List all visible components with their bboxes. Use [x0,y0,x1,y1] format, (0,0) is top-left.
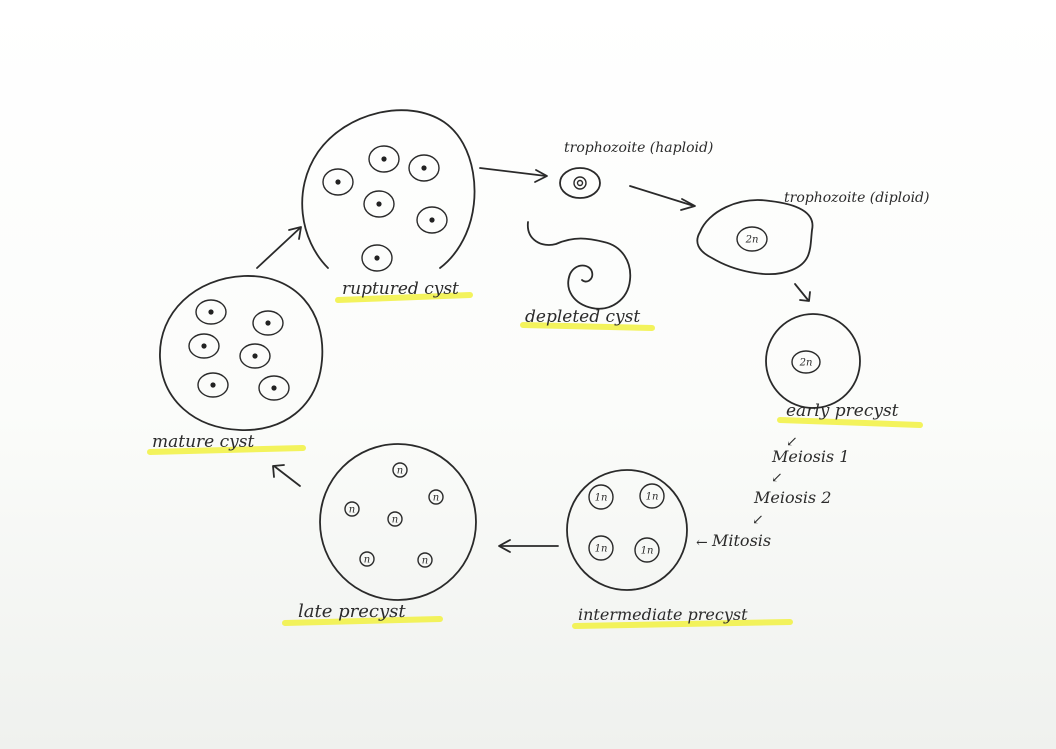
nucleus: n [360,552,374,566]
step-arrow: ↙ [771,470,783,486]
ruptured-cyst [302,110,474,271]
label-late-precyst: late precyst [298,601,406,622]
svg-text:n: n [392,515,398,526]
cell [417,207,447,233]
arrow-mating [630,186,695,210]
label-trophozoite-diploid: trophozoite (diploid) [784,190,929,206]
nucleus-label: 2n [799,358,813,369]
svg-text:1n: 1n [641,546,654,557]
cell [364,191,394,217]
cell [369,146,399,172]
label-depleted-cyst: depleted cyst [525,307,640,327]
arrow-to-early-precyst [795,284,810,301]
label-mitosis: Mitosis [711,531,771,550]
arrow-to-late-precyst [499,540,558,552]
label-early-precyst: early precyst [786,401,899,421]
nucleus: n [388,512,402,526]
arrow-to-trophozoite-haploid [480,168,547,182]
svg-text:n: n [397,466,403,477]
nucleus: 1n [589,485,613,509]
nucleus: 1n [635,538,659,562]
cell [253,311,283,335]
nucleus: 1n [589,536,613,560]
label-ruptured-cyst: ruptured cyst [342,279,459,299]
cell [240,344,270,368]
nucleus: n [418,553,432,567]
cell [196,300,226,324]
svg-text:1n: 1n [595,493,608,504]
step-arrow: ← [696,535,708,551]
cell [259,376,289,400]
step-arrow: ↙ [752,512,764,528]
label-intermediate-precyst: intermediate precyst [578,605,748,624]
svg-text:1n: 1n [646,492,659,503]
trophozoite-haploid [560,168,600,198]
label-mature-cyst: mature cyst [152,432,254,452]
label-trophozoite-haploid: trophozoite (haploid) [564,140,713,156]
intermediate-precyst: 1n 1n 1n 1n [567,470,687,590]
cell [198,373,228,397]
svg-text:n: n [349,505,355,516]
svg-text:1n: 1n [595,544,608,555]
cell [323,169,353,195]
nucleus: n [429,490,443,504]
nucleus-label: 2n [745,235,759,246]
trophozoite-diploid: 2n [697,200,812,274]
svg-text:n: n [433,493,439,504]
label-meiosis-2: Meiosis 2 [753,488,831,507]
nucleus: n [345,502,359,516]
svg-text:n: n [364,555,370,566]
cell [189,334,219,358]
mature-cyst [160,276,322,430]
nucleus: 1n [640,484,664,508]
ruptured-cyst-wall [302,110,474,268]
nucleus: n [393,463,407,477]
cell [409,155,439,181]
arrow-to-mature-cyst [273,465,300,486]
early-precyst: 2n [766,314,860,408]
arrow-to-ruptured-cyst [257,227,301,268]
svg-text:n: n [422,556,428,567]
label-meiosis-1: Meiosis 1 [771,447,849,466]
depleted-cyst [528,222,630,309]
cell [362,245,392,271]
late-precyst: n n n n n n [320,444,476,600]
